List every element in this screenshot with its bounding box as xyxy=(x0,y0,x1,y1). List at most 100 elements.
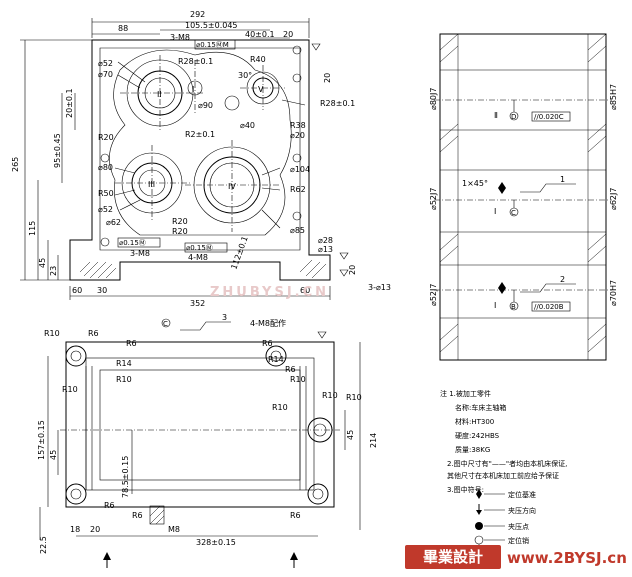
dim-r14-a: R14 xyxy=(116,359,132,368)
dim-105-5: 105.5±0.045 xyxy=(185,21,238,30)
dim-22-5: 22.5 xyxy=(39,536,48,554)
section-view: ⌀80J7 ⌀85H7 ⌀52J7 ⌀62J7 ⌀52J7 ⌀70H7 1×45… xyxy=(429,33,618,361)
dim-r10-c: R10 xyxy=(62,385,78,394)
dim-30deg: 30° xyxy=(238,71,252,80)
dim-chamfer: 1×45° xyxy=(462,179,488,188)
dim-292: 292 xyxy=(190,10,205,19)
dim-115: 115 xyxy=(28,221,37,236)
tol-box-d: //0.020C xyxy=(534,113,564,121)
dim-r62: R62 xyxy=(290,185,306,194)
notes-line-3: 质量:38KG xyxy=(455,445,490,454)
dim-4-m8-pz: 4-M8配作 xyxy=(250,318,286,328)
dim-3-m8-top: 3-M8 xyxy=(170,33,190,42)
dim-3-d13: 3-⌀13 xyxy=(368,283,391,292)
dim-r6-e: R6 xyxy=(104,501,115,510)
dim-20-top: 20 xyxy=(283,30,293,39)
tol-box-2: ⌀0.15Ⓜ xyxy=(119,239,146,247)
dim-r10-d: R10 xyxy=(290,375,306,384)
notes-line-1: 材料:HT300 xyxy=(455,417,494,426)
dim-d90: ⌀90 xyxy=(198,101,213,110)
dim-r6-b: R6 xyxy=(126,339,137,348)
watermark: ZHUBYSJ.CN xyxy=(210,285,329,300)
dim-3-m8-bot: 3-M8 xyxy=(130,249,150,258)
dim-112: 112±0.1 xyxy=(229,235,249,271)
dim-328: 328±0.15 xyxy=(196,538,236,547)
legend-3: 定位销 xyxy=(508,536,529,545)
dim-d28: ⌀28 xyxy=(318,236,333,245)
dim-d85h7: ⌀85H7 xyxy=(609,84,618,110)
dim-d20: ⌀20 xyxy=(290,131,305,140)
dim-23: 23 xyxy=(49,266,58,276)
notes-title: 注 1.被加工零件 xyxy=(440,389,491,398)
dim-157: 157±0.15 xyxy=(37,420,46,460)
dim-20-right-b: 20 xyxy=(348,265,357,275)
legend-0: 定位基准 xyxy=(508,490,536,499)
locating-datum-icon xyxy=(476,489,482,499)
dim-r6-c: R6 xyxy=(262,339,273,348)
dim-95: 95±0.45 xyxy=(53,133,62,168)
dim-d52-b: ⌀52 xyxy=(98,205,113,214)
dim-d85: ⌀85 xyxy=(290,226,305,235)
dim-r2: R2±0.1 xyxy=(185,130,215,139)
dim-r28-right: R28±0.1 xyxy=(320,99,355,108)
dim-45-left: 45 xyxy=(49,450,58,460)
dim-214: 214 xyxy=(369,433,378,448)
legend-2: 夹压点 xyxy=(508,522,529,531)
dim-r6-f: R6 xyxy=(132,511,143,520)
dim-r10-f: R10 xyxy=(272,403,288,412)
banner-logo[interactable]: 畢業設計 xyxy=(405,545,501,569)
dim-r10-b: R10 xyxy=(116,375,132,384)
dim-d80: ⌀80 xyxy=(98,163,113,172)
dim-d13: ⌀13 xyxy=(318,245,333,254)
clamp-point-icon xyxy=(475,522,483,530)
bore-label-ii: II xyxy=(157,90,162,99)
site-banner[interactable]: 畢業設計 www.2BYSJ.cn xyxy=(405,543,627,573)
datum-d: D xyxy=(511,113,516,121)
dim-r38: R38 xyxy=(290,121,306,130)
dim-r10-g: R10 xyxy=(322,391,338,400)
dim-d70: ⌀70 xyxy=(98,70,113,79)
bore-label-i: I xyxy=(192,85,194,94)
dim-r28: R28±0.1 xyxy=(178,57,213,66)
dim-r20-left: R20 xyxy=(98,133,114,142)
datum-b: B xyxy=(511,303,516,311)
dim-r10-a: R10 xyxy=(44,329,60,338)
tol-box-1: ⌀0.15ⓂM xyxy=(196,41,229,49)
dim-d70h7: ⌀70H7 xyxy=(609,280,618,306)
dim-18: 18 xyxy=(70,525,80,534)
dim-45: 45 xyxy=(38,258,47,268)
notes-line-0: 名称:车床主轴箱 xyxy=(455,403,506,412)
dim-r6-a: R6 xyxy=(88,329,99,338)
banner-url[interactable]: www.2BYSJ.cn xyxy=(507,549,627,567)
dim-4-m8: 4-M8 xyxy=(188,253,208,262)
bottom-datum: C xyxy=(163,320,168,328)
dim-r50: R50 xyxy=(98,189,114,198)
dim-d52-a: ⌀52 xyxy=(98,59,113,68)
bottom-label-3: 3 xyxy=(222,313,227,322)
notes: 注 1.被加工零件 名称:车床主轴箱 材料:HT300 硬度:242HBS 质量… xyxy=(440,389,567,550)
dim-r10-e: R10 xyxy=(346,393,362,402)
dim-265: 265 xyxy=(11,157,20,172)
dim-r20-c: R20 xyxy=(172,217,188,226)
dim-d80j7: ⌀80J7 xyxy=(429,88,438,110)
dim-d52j7-b: ⌀52J7 xyxy=(429,284,438,306)
bore-label-iii: III xyxy=(148,180,155,189)
dim-78-5: 78.5±0.15 xyxy=(121,456,130,498)
label-1: 1 xyxy=(560,175,565,184)
notes-line-4: 2.图中尺寸有"——"者均由本机床保证, xyxy=(447,459,567,468)
dim-r6-g: R6 xyxy=(290,511,301,520)
datum-i-a: Ⅰ xyxy=(494,207,496,216)
top-view: 292 88 105.5±0.045 3-M8 40±0.1 20 ⌀0.15Ⓜ… xyxy=(11,10,391,308)
dim-60-bot-left: 60 xyxy=(72,286,82,295)
notes-line-5: 其他尺寸在本机床加工前应给予保证 xyxy=(447,471,559,480)
datum-c: C xyxy=(511,209,516,217)
dim-r14-b: R14 xyxy=(268,355,284,364)
dim-20-right: 20 xyxy=(323,73,332,83)
dim-45-right: 45 xyxy=(346,430,355,440)
dim-d52j7-a: ⌀52J7 xyxy=(429,188,438,210)
dim-m8: M8 xyxy=(168,525,180,534)
dim-352: 352 xyxy=(190,299,205,308)
dim-d62: ⌀62 xyxy=(106,218,121,227)
dim-30-bot: 30 xyxy=(97,286,107,295)
